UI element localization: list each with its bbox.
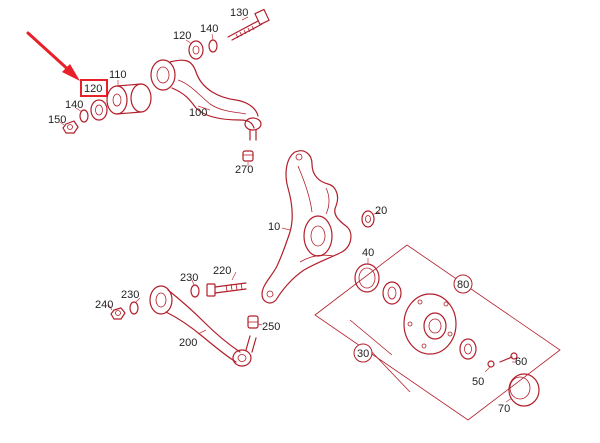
hub-assembly-group	[314, 244, 561, 421]
seal-40	[354, 263, 380, 293]
label-120-top: 120	[173, 30, 191, 42]
label-80: 80	[457, 279, 469, 291]
nut-240	[110, 307, 126, 320]
label-140: 140	[65, 99, 83, 111]
control-arm-200	[149, 285, 257, 367]
nut-120	[90, 99, 108, 121]
label-270: 270	[235, 164, 253, 176]
label-70: 70	[498, 403, 510, 415]
label-230-left: 230	[121, 289, 139, 301]
bolt-220	[206, 282, 247, 297]
washer-140	[79, 109, 89, 123]
label-220: 220	[213, 265, 231, 277]
bushing-110	[106, 83, 152, 115]
label-240: 240	[95, 299, 113, 311]
label-140-top: 140	[200, 23, 218, 35]
label-40: 40	[362, 247, 374, 259]
label-130: 130	[230, 7, 248, 19]
label-60: 60	[515, 356, 527, 368]
highlight-box	[80, 79, 108, 97]
label-100: 100	[189, 107, 207, 119]
steering-knuckle-10	[261, 150, 352, 304]
bolt-20	[361, 210, 381, 228]
wheel-hub-80	[403, 293, 457, 355]
label-120: 120	[84, 83, 102, 95]
lower-control-arm-group	[107, 271, 263, 367]
screw-60	[499, 352, 518, 363]
grease-cap-70	[508, 373, 540, 407]
nut-150	[62, 120, 79, 134]
callout-circle-80	[453, 274, 473, 294]
label-150: 150	[48, 114, 66, 126]
washer-230-left	[129, 301, 139, 315]
label-50: 50	[472, 376, 484, 388]
callout-circle-30	[353, 343, 373, 363]
label-200: 200	[179, 337, 197, 349]
label-230-right: 230	[180, 272, 198, 284]
label-110: 110	[109, 69, 127, 81]
upper-control-arm-group	[59, 8, 270, 166]
hub-nut-50	[459, 338, 477, 360]
boot-270	[242, 150, 254, 162]
label-20: 20	[375, 205, 387, 217]
bolt-130	[227, 8, 270, 41]
control-arm-100	[150, 59, 262, 141]
washer-140-top	[208, 39, 218, 53]
wheel-bearing	[382, 281, 402, 305]
washer-230-right	[190, 284, 200, 298]
label-10: 10	[268, 221, 280, 233]
nut-250	[247, 315, 259, 329]
label-30: 30	[357, 348, 369, 360]
nut-120-top	[188, 40, 204, 60]
red-arrow-icon	[26, 31, 80, 81]
label-250: 250	[262, 321, 280, 333]
